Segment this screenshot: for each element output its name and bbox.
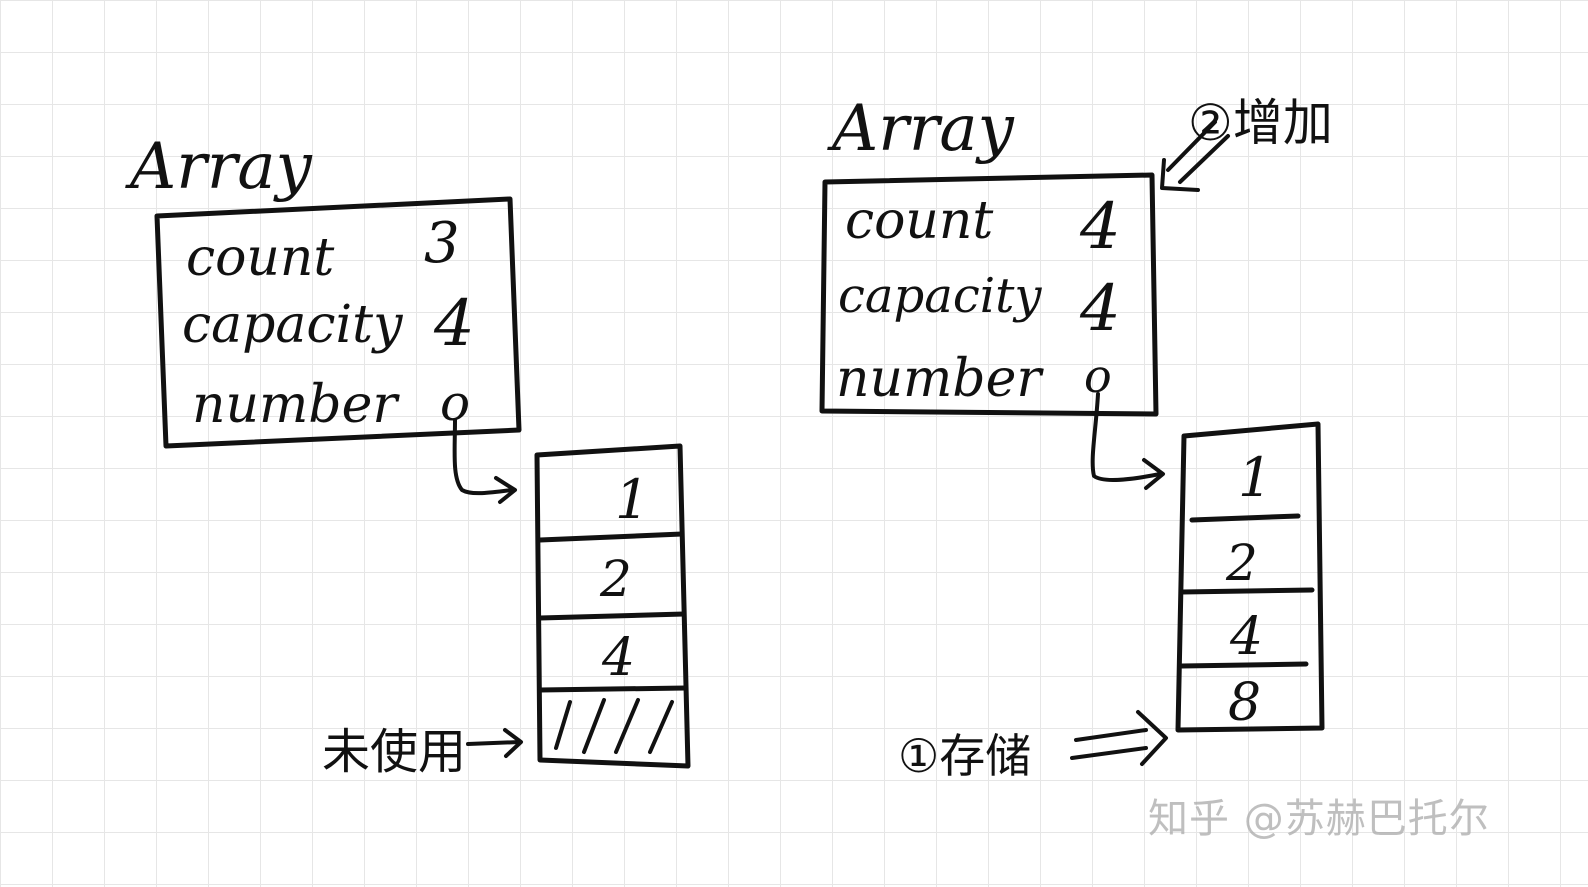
right-storage-column <box>1175 421 1325 733</box>
right-step2-arrow-shaft <box>1178 134 1230 184</box>
left-unused-label: 未使用 <box>322 724 466 780</box>
left-field-count-name: count <box>186 228 334 288</box>
right-cell-value: 4 <box>1229 607 1263 667</box>
left-struct-box <box>154 196 522 449</box>
left-unused-hatch <box>648 700 674 754</box>
left-cell-value: 1 <box>615 468 649 531</box>
right-cell-value: 2 <box>1225 534 1258 592</box>
left-field-number-name: number <box>192 375 400 435</box>
right-field-capacity-value: 4 <box>1079 272 1121 346</box>
left-unused-hatch <box>582 698 606 754</box>
left-cell-divider <box>537 611 687 621</box>
watermark: 知乎 @苏赫巴托尔 <box>1148 796 1490 842</box>
right-step1-arrow-shaft <box>1070 746 1148 760</box>
left-unused-hatch <box>554 700 572 750</box>
right-field-count-name: count <box>845 191 993 251</box>
right-cell-divider <box>1189 513 1301 523</box>
left-pointer-arrow <box>452 418 514 496</box>
left-cell-divider <box>537 685 689 693</box>
right-step2-arrowhead <box>1160 158 1200 192</box>
right-struct-box <box>819 172 1159 417</box>
left-pointer-arrowhead <box>494 476 517 504</box>
right-cell-divider <box>1179 661 1309 669</box>
right-step1-arrowhead <box>1136 710 1168 766</box>
right-step1-arrow-shaft <box>1074 728 1148 742</box>
left-field-count-value: 3 <box>424 211 460 276</box>
right-cell-value: 8 <box>1228 673 1261 733</box>
right-field-capacity-name: capacity <box>838 268 1042 324</box>
right-pointer-arrow <box>1090 392 1162 482</box>
left-cell-divider <box>537 531 685 543</box>
right-step1-label: ①存储 <box>898 729 1031 783</box>
left-unused-arrowhead <box>503 728 523 758</box>
left-array-title: Array <box>125 130 313 204</box>
left-storage-column <box>534 443 691 769</box>
right-array-title: Array <box>827 92 1015 166</box>
right-step2-label: ②增加 <box>1188 94 1333 152</box>
right-step2-arrow-shaft <box>1166 120 1217 172</box>
left-field-capacity-name: capacity <box>182 295 403 355</box>
right-cell-value: 1 <box>1238 446 1272 509</box>
right-pointer-arrowhead <box>1142 458 1165 490</box>
left-unused-arrow <box>466 740 522 746</box>
right-field-count-value: 4 <box>1079 190 1121 264</box>
left-unused-hatch <box>614 698 640 754</box>
right-field-number-name: number <box>836 349 1044 409</box>
left-cell-value: 2 <box>599 550 632 608</box>
left-field-capacity-value: 4 <box>433 287 475 361</box>
right-cell-divider <box>1179 587 1315 595</box>
left-cell-value: 4 <box>601 628 635 688</box>
